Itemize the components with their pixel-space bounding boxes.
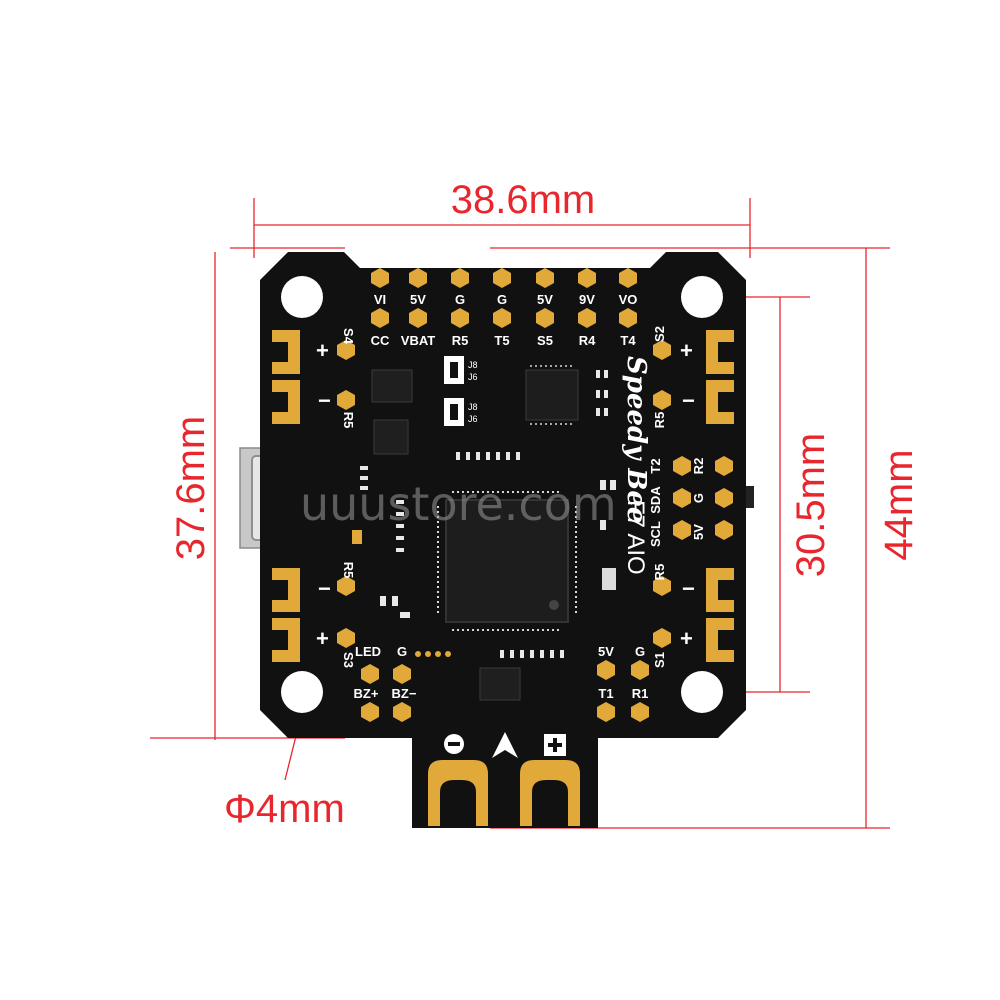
jumper-a-label-2: J6 xyxy=(468,372,478,382)
left-plus-bottom: + xyxy=(316,626,329,651)
svg-text:T5: T5 xyxy=(494,333,509,348)
model-label: F7 AIO xyxy=(622,500,649,575)
s2-label: S2 xyxy=(652,326,667,342)
t1-label: T1 xyxy=(598,686,613,701)
5v-label: 5V xyxy=(691,524,706,540)
top-row-2-labels: CC VBAT R5 T5 S5 R4 T4 xyxy=(371,333,637,348)
battery-tab xyxy=(428,732,580,826)
left-r5-top-label: R5 xyxy=(341,412,356,429)
svg-text:T4: T4 xyxy=(620,333,636,348)
jumper-a-label-1: J8 xyxy=(468,360,478,370)
top-row-1-labels: VI 5V G G 5V 9V VO xyxy=(374,292,638,307)
r1-label: R1 xyxy=(632,686,649,701)
left-minus-top: − xyxy=(318,388,331,413)
right-minus-top: − xyxy=(682,388,695,413)
watermark: uuustore.com xyxy=(300,477,617,531)
scl-label: SCL xyxy=(648,521,663,547)
svg-text:G: G xyxy=(455,292,465,307)
svg-text:R5: R5 xyxy=(452,333,469,348)
components xyxy=(352,356,616,701)
svg-text:VO: VO xyxy=(619,292,638,307)
svg-text:5V: 5V xyxy=(537,292,553,307)
mount-spacing-label: 30.5mm xyxy=(789,433,833,578)
brand-label: Speedy Bee xyxy=(621,356,651,523)
t2-label: T2 xyxy=(648,458,663,473)
right-r5-bottom-label: R5 xyxy=(652,564,667,581)
svg-text:R4: R4 xyxy=(579,333,596,348)
s1-label: S1 xyxy=(652,652,667,668)
svg-text:S5: S5 xyxy=(537,333,553,348)
right-plus-bottom: + xyxy=(680,626,693,651)
g-label: G xyxy=(691,493,706,503)
svg-text:G: G xyxy=(497,292,507,307)
right-r5-top-label: R5 xyxy=(652,412,667,429)
bottom-g-label: G xyxy=(397,644,407,659)
right-plus-top: + xyxy=(680,338,693,363)
right-minus-bottom: − xyxy=(682,576,695,601)
width-label: 38.6mm xyxy=(451,178,596,222)
bz-minus-label: BZ− xyxy=(392,686,417,701)
jumper-b-label-1: J8 xyxy=(468,402,478,412)
led-label: LED xyxy=(355,644,381,659)
hole-diameter-label: Φ4mm xyxy=(224,787,345,831)
svg-text:5V: 5V xyxy=(410,292,426,307)
mounting-holes xyxy=(281,276,723,713)
left-minus-bottom: − xyxy=(318,576,331,601)
svg-text:CC: CC xyxy=(371,333,390,348)
svg-text:VI: VI xyxy=(374,292,386,307)
bz-plus-label: BZ+ xyxy=(354,686,379,701)
s3-label: S3 xyxy=(341,652,356,668)
r2-label: R2 xyxy=(691,458,706,475)
left-plus-top: + xyxy=(316,338,329,363)
jumper-b-label-2: J6 xyxy=(468,414,478,424)
svg-text:VBAT: VBAT xyxy=(401,333,435,348)
br-5v-label: 5V xyxy=(598,644,614,659)
svg-text:9V: 9V xyxy=(579,292,595,307)
br-g-label: G xyxy=(635,644,645,659)
sda-label: SDA xyxy=(648,486,663,514)
total-height-label: 44mm xyxy=(877,449,921,560)
flight-controller-board: VI 5V G G 5V 9V VO CC VBAT R5 T5 S5 R4 T… xyxy=(239,252,754,828)
s4-label: S4 xyxy=(341,328,356,345)
height-label: 37.6mm xyxy=(169,416,213,561)
left-r5-bottom-label: R5 xyxy=(341,562,356,579)
